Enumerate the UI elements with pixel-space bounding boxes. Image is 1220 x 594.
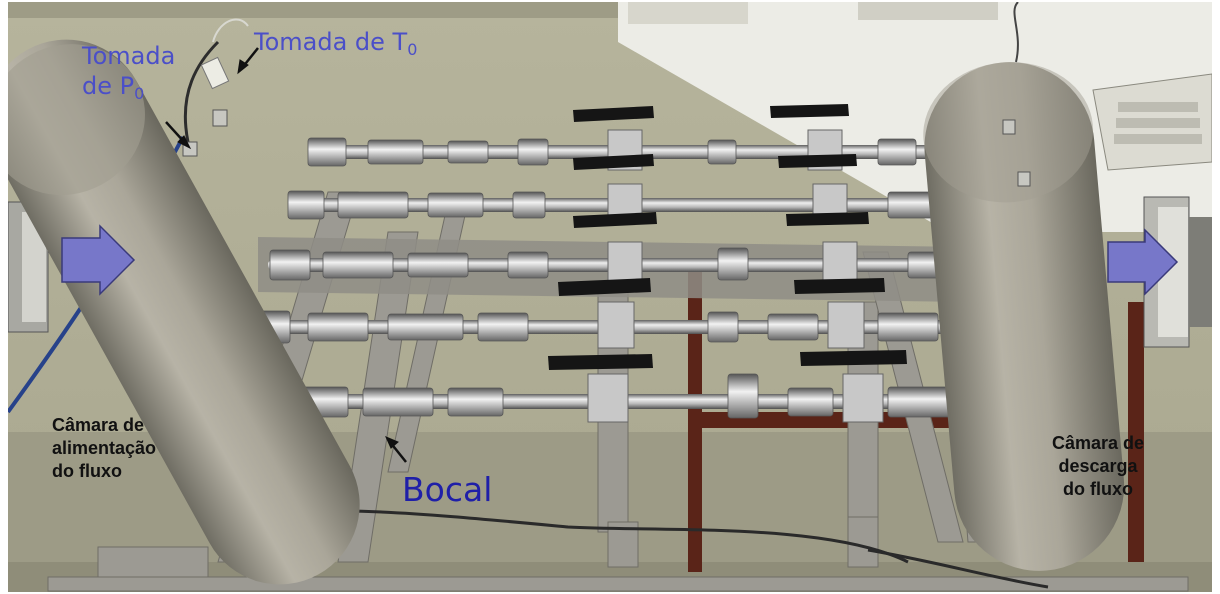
camara-alimentacao-line3: do fluxo <box>52 461 122 481</box>
pointer-arrow-icon <box>165 47 407 463</box>
tomada-p0-prefix: de P <box>82 72 135 100</box>
inlet-flow-arrow-icon <box>61 224 136 296</box>
tomada-t0-label: Tomada de T0 <box>254 29 417 63</box>
camara-descarga-line2: descarga <box>1058 456 1138 476</box>
tomada-t0-prefix: Tomada de T <box>254 28 408 56</box>
bocal-label: Bocal <box>402 470 493 509</box>
tomada-p0-subscript: 0 <box>134 84 145 103</box>
camara-descarga-label: Câmara de descarga do fluxo <box>1052 432 1144 501</box>
tomada-p0-line2: de P0 <box>82 73 175 107</box>
tomada-p0-label: Tomada de P0 <box>82 43 175 107</box>
camara-alimentacao-line2: alimentação <box>52 438 157 458</box>
camara-descarga-line3: do fluxo <box>1063 479 1134 499</box>
camara-alimentacao-line1: Câmara de <box>52 415 145 435</box>
test-rig-photo <box>8 2 1212 592</box>
tomada-t0-subscript: 0 <box>407 40 418 59</box>
outlet-flow-arrow-icon <box>1107 228 1179 296</box>
camara-alimentacao-label: Câmara de alimentação do fluxo <box>52 414 156 483</box>
camara-descarga-line1: Câmara de <box>1052 433 1145 453</box>
tomada-p0-line1: Tomada <box>82 42 176 70</box>
